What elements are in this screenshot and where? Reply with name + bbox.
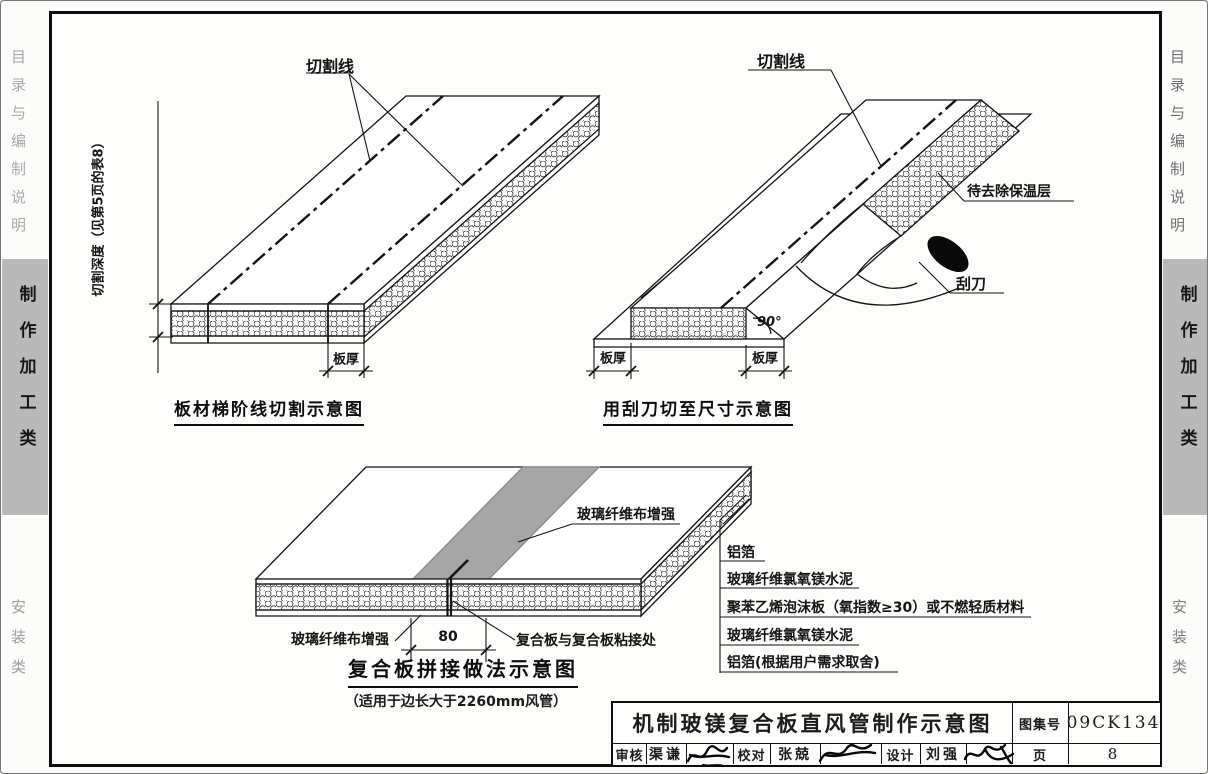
- sidebar-left-section-top: 目录与编制说明: [9, 49, 27, 245]
- proofreader-name: 张兢: [778, 747, 812, 763]
- d3-joint-label: 复合板与复合板粘接处: [516, 633, 656, 649]
- page-label: 页: [1032, 748, 1047, 764]
- diagram2-annotations: [586, 69, 1074, 379]
- d3-layer-label: 铝箔(根据用户需求取舍): [727, 655, 880, 671]
- diagram2-board: [592, 99, 1033, 348]
- d3-caption: 复合板拼接做法示意图: [348, 653, 578, 688]
- designer-label: 设计: [886, 748, 915, 764]
- d1-caption: 板材梯阶线切割示意图: [174, 395, 364, 426]
- proofreader-label: 校对: [737, 748, 766, 764]
- reviewer-name: 渠谦: [649, 747, 683, 763]
- title-block-divider: [613, 743, 1160, 744]
- title-block-title: 机制玻镁复合板直风管制作示意图: [632, 712, 993, 736]
- atlas-no-label: 图集号: [1018, 717, 1061, 733]
- diagram3-annotations: [394, 494, 1031, 673]
- d2-angle-label: 90°: [757, 315, 782, 330]
- d2-insulation-label: 待去除保温层: [967, 184, 1051, 200]
- d3-layer-label: 玻璃纤维氯氧镁水泥: [727, 628, 853, 644]
- reviewer-signature: [686, 744, 731, 768]
- line-art: [149, 69, 1074, 673]
- d2-thickness-right-label: 板厚: [751, 351, 779, 367]
- diagram3-board: [254, 465, 753, 618]
- d3-fiberglass-top-label: 玻璃纤维布增强: [577, 507, 675, 523]
- d3-subcaption: （适用于边长大于2260mm风管）: [344, 694, 568, 710]
- diagram1-board: [169, 94, 601, 345]
- d2-scraper-label: 刮刀: [956, 275, 987, 293]
- d3-layer-label: 玻璃纤维氯氧镁水泥: [727, 572, 853, 588]
- sidebar-left-section-middle: 制作加工类: [15, 285, 36, 465]
- atlas-no-value: 09CK134: [1066, 713, 1161, 733]
- sidebar-right-section-top: 目录与编制说明: [1168, 49, 1186, 245]
- diagram1-annotations: [149, 72, 464, 378]
- scraper-blade: [927, 236, 969, 272]
- page-number: 8: [1107, 745, 1120, 763]
- proofreader-signature: [818, 743, 877, 763]
- d1-cut-depth-label: 切割深度（见第5页的表8）: [91, 135, 107, 297]
- cut-line-dashed: [327, 95, 564, 305]
- d2-caption: 用刮刀切至尺寸示意图: [603, 395, 793, 426]
- d1-thickness-label: 板厚: [332, 352, 360, 368]
- cut-line-dashed: [207, 95, 444, 305]
- d2-cut-line-label: 切割线: [757, 52, 806, 71]
- designer-name: 刘强: [926, 747, 960, 763]
- reviewer-label: 审核: [615, 748, 644, 764]
- d3-layer-label: 聚苯乙烯泡沫板（氧指数≥30）或不燃轻质材料: [727, 600, 1025, 616]
- sidebar-right-section-middle: 制作加工类: [1176, 285, 1197, 465]
- d3-layer-label: 铝箔: [727, 545, 755, 561]
- sidebar-right-gray-block: 制作加工类: [1163, 259, 1207, 515]
- designer-signature: [963, 743, 1015, 765]
- cut-line-dashed: [720, 99, 957, 309]
- d1-cut-line-label: 切割线: [306, 57, 355, 76]
- d3-width-dim: 80: [438, 629, 458, 645]
- d3-fiberglass-bottom-label: 玻璃纤维布增强: [291, 632, 389, 648]
- sidebar-left-gray-block: 制作加工类: [2, 259, 48, 515]
- sidebar-left-section-bottom: 安装类: [9, 599, 27, 689]
- d2-thickness-left-label: 板厚: [599, 351, 627, 367]
- sidebar-right-section-bottom: 安装类: [1170, 599, 1188, 689]
